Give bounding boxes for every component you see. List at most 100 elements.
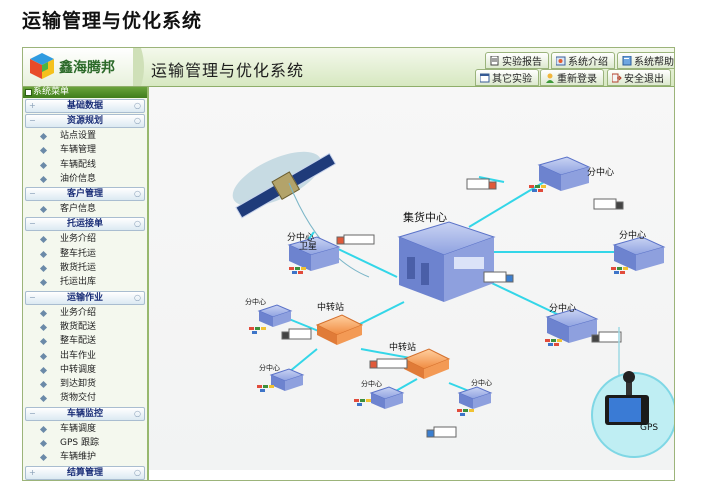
bullet-icon xyxy=(39,381,48,389)
group-vehicle-monitoring[interactable]: −车辆监控○ xyxy=(25,406,145,421)
sidebar-header-label: 系统菜单 xyxy=(33,87,70,97)
gps-label: GPS xyxy=(640,423,659,433)
logistics-diagram: 卫星 集货中心 分中心 分中心 分中心 分中心 分中心 分中心 分中心 分中心 … xyxy=(149,87,674,470)
help-label: 系统帮助 xyxy=(634,57,674,68)
item-label: 整车托运 xyxy=(60,248,97,259)
sidebar-item-vehicle-dispatch[interactable]: 车辆调度 xyxy=(23,422,147,436)
group-customer-management[interactable]: −客户管理○ xyxy=(25,187,145,202)
branch-label-sw1: 分中心 xyxy=(245,298,266,306)
sidebar-item-gps-tracking[interactable]: GPS 跟踪 xyxy=(23,436,147,450)
bullet-icon xyxy=(39,236,48,244)
item-label: 业务介绍 xyxy=(60,307,97,318)
branch-buildings xyxy=(257,156,666,409)
transfer-label-1: 中转站 xyxy=(317,303,345,313)
app-header: 鑫海腾邦 运输管理与优化系统 实验报告 系统介绍 系统帮助 其它实验 重新登录 xyxy=(23,48,674,87)
item-label: 托运出库 xyxy=(60,277,97,288)
group-settlement[interactable]: +结算管理○ xyxy=(25,465,145,480)
sidebar-item-site-settings[interactable]: 站点设置 xyxy=(23,129,147,143)
item-label: 货物交付 xyxy=(60,393,97,404)
relogin-label: 重新登录 xyxy=(557,74,597,85)
help-button[interactable]: 系统帮助 xyxy=(617,52,674,69)
header-divider xyxy=(133,48,144,86)
relogin-button[interactable]: 重新登录 xyxy=(540,69,604,86)
sidebar-item-dispatch[interactable]: 出车作业 xyxy=(23,349,147,363)
main-content: 卫星 集货中心 分中心 分中心 分中心 分中心 分中心 分中心 分中心 分中心 … xyxy=(149,87,674,480)
bullet-icon xyxy=(39,395,48,403)
group-label: 结算管理 xyxy=(66,467,103,478)
item-label: 出车作业 xyxy=(60,350,97,361)
transfer-stations xyxy=(315,314,451,379)
bullet-icon xyxy=(39,309,48,317)
bullet-icon xyxy=(39,440,48,448)
item-label: 车辆调度 xyxy=(60,423,97,434)
group-label: 运输作业 xyxy=(66,292,103,303)
other-lab-button[interactable]: 其它实验 xyxy=(475,69,539,86)
item-label: 业务介绍 xyxy=(60,234,97,245)
report-label: 实验报告 xyxy=(502,57,542,68)
item-label: 车辆管理 xyxy=(60,145,97,156)
item-label: 站点设置 xyxy=(60,131,97,141)
bullet-icon xyxy=(39,206,48,214)
sidebar-item-fuel-price[interactable]: 油价信息 xyxy=(23,172,147,186)
window-icon xyxy=(479,73,490,83)
group-transport-ops[interactable]: −运输作业○ xyxy=(25,290,145,305)
group-consignment[interactable]: −托运接单○ xyxy=(25,217,145,232)
sidebar-item-full-truck[interactable]: 整车托运 xyxy=(23,247,147,261)
sidebar-item-business-intro[interactable]: 业务介绍 xyxy=(23,232,147,246)
user-icon xyxy=(545,73,555,83)
branch-label-sw2: 分中心 xyxy=(259,364,280,372)
sidebar-item-full-delivery[interactable]: 整车配送 xyxy=(23,334,147,348)
sidebar-item-ops-intro[interactable]: 业务介绍 xyxy=(23,306,147,320)
sidebar-item-consignment-out[interactable]: 托运出库 xyxy=(23,275,147,289)
app-window: 鑫海腾邦 运输管理与优化系统 实验报告 系统介绍 系统帮助 其它实验 重新登录 xyxy=(22,47,675,481)
logo: 鑫海腾邦 xyxy=(23,48,141,86)
intro-label: 系统介绍 xyxy=(568,57,608,68)
transfer-label-2: 中转站 xyxy=(389,343,417,353)
logout-button[interactable]: 安全退出 xyxy=(607,69,671,86)
sidebar-item-vehicle-routing[interactable]: 车辆配线 xyxy=(23,158,147,172)
sidebar-item-bulk-delivery[interactable]: 散货配送 xyxy=(23,320,147,334)
branch-label-s2: 分中心 xyxy=(471,379,492,387)
branch-label-e: 分中心 xyxy=(619,231,647,241)
branch-label-ne: 分中心 xyxy=(587,168,615,178)
item-label: 客户信息 xyxy=(60,204,97,215)
hub-label: 集货中心 xyxy=(403,211,447,224)
menu-icon xyxy=(25,89,32,96)
report-button[interactable]: 实验报告 xyxy=(485,52,549,69)
bullet-icon xyxy=(39,250,48,258)
logout-label: 安全退出 xyxy=(624,74,664,85)
item-label: 到达卸货 xyxy=(60,379,97,390)
app-title: 运输管理与优化系统 xyxy=(151,61,305,80)
document-icon xyxy=(490,55,500,66)
brand-name: 鑫海腾邦 xyxy=(59,60,115,76)
group-label: 资源规划 xyxy=(66,116,103,126)
group-resource-planning[interactable]: −资源规划○ xyxy=(25,114,145,128)
intro-button[interactable]: 系统介绍 xyxy=(551,52,615,69)
sidebar-item-customer-info[interactable]: 客户信息 xyxy=(23,202,147,216)
sidebar: 系统菜单 +基础数据○ −资源规划○ 站点设置 车辆管理 车辆配线 油价信息 −… xyxy=(23,87,149,480)
item-label: 散货托运 xyxy=(60,263,97,274)
sidebar-item-goods-delivery[interactable]: 货物交付 xyxy=(23,391,147,405)
trucks xyxy=(281,178,624,438)
settings-icon xyxy=(555,56,566,66)
satellite-icon xyxy=(235,152,337,219)
sidebar-item-vehicle-management[interactable]: 车辆管理 xyxy=(23,143,147,157)
bullet-icon xyxy=(39,161,48,169)
sidebar-item-unloading[interactable]: 到达卸货 xyxy=(23,377,147,391)
logistics-network-svg xyxy=(232,151,674,458)
bullet-icon xyxy=(39,265,48,273)
satellite-group xyxy=(232,151,370,278)
group-label: 客户管理 xyxy=(66,189,103,200)
bullet-icon xyxy=(39,454,48,462)
item-label: 车辆维护 xyxy=(60,452,97,463)
sidebar-item-bulk-cargo[interactable]: 散货托运 xyxy=(23,261,147,275)
branch-label-se: 分中心 xyxy=(549,304,577,314)
item-label: 油价信息 xyxy=(60,173,97,184)
bullet-icon xyxy=(39,132,48,141)
brand-cube-icon xyxy=(30,53,54,79)
group-label: 车辆监控 xyxy=(66,408,103,419)
hub-building xyxy=(397,221,496,302)
sidebar-item-vehicle-maintenance[interactable]: 车辆维护 xyxy=(23,450,147,464)
group-basic-data[interactable]: +基础数据○ xyxy=(25,99,145,113)
sidebar-item-transfer-schedule[interactable]: 中转调度 xyxy=(23,363,147,377)
